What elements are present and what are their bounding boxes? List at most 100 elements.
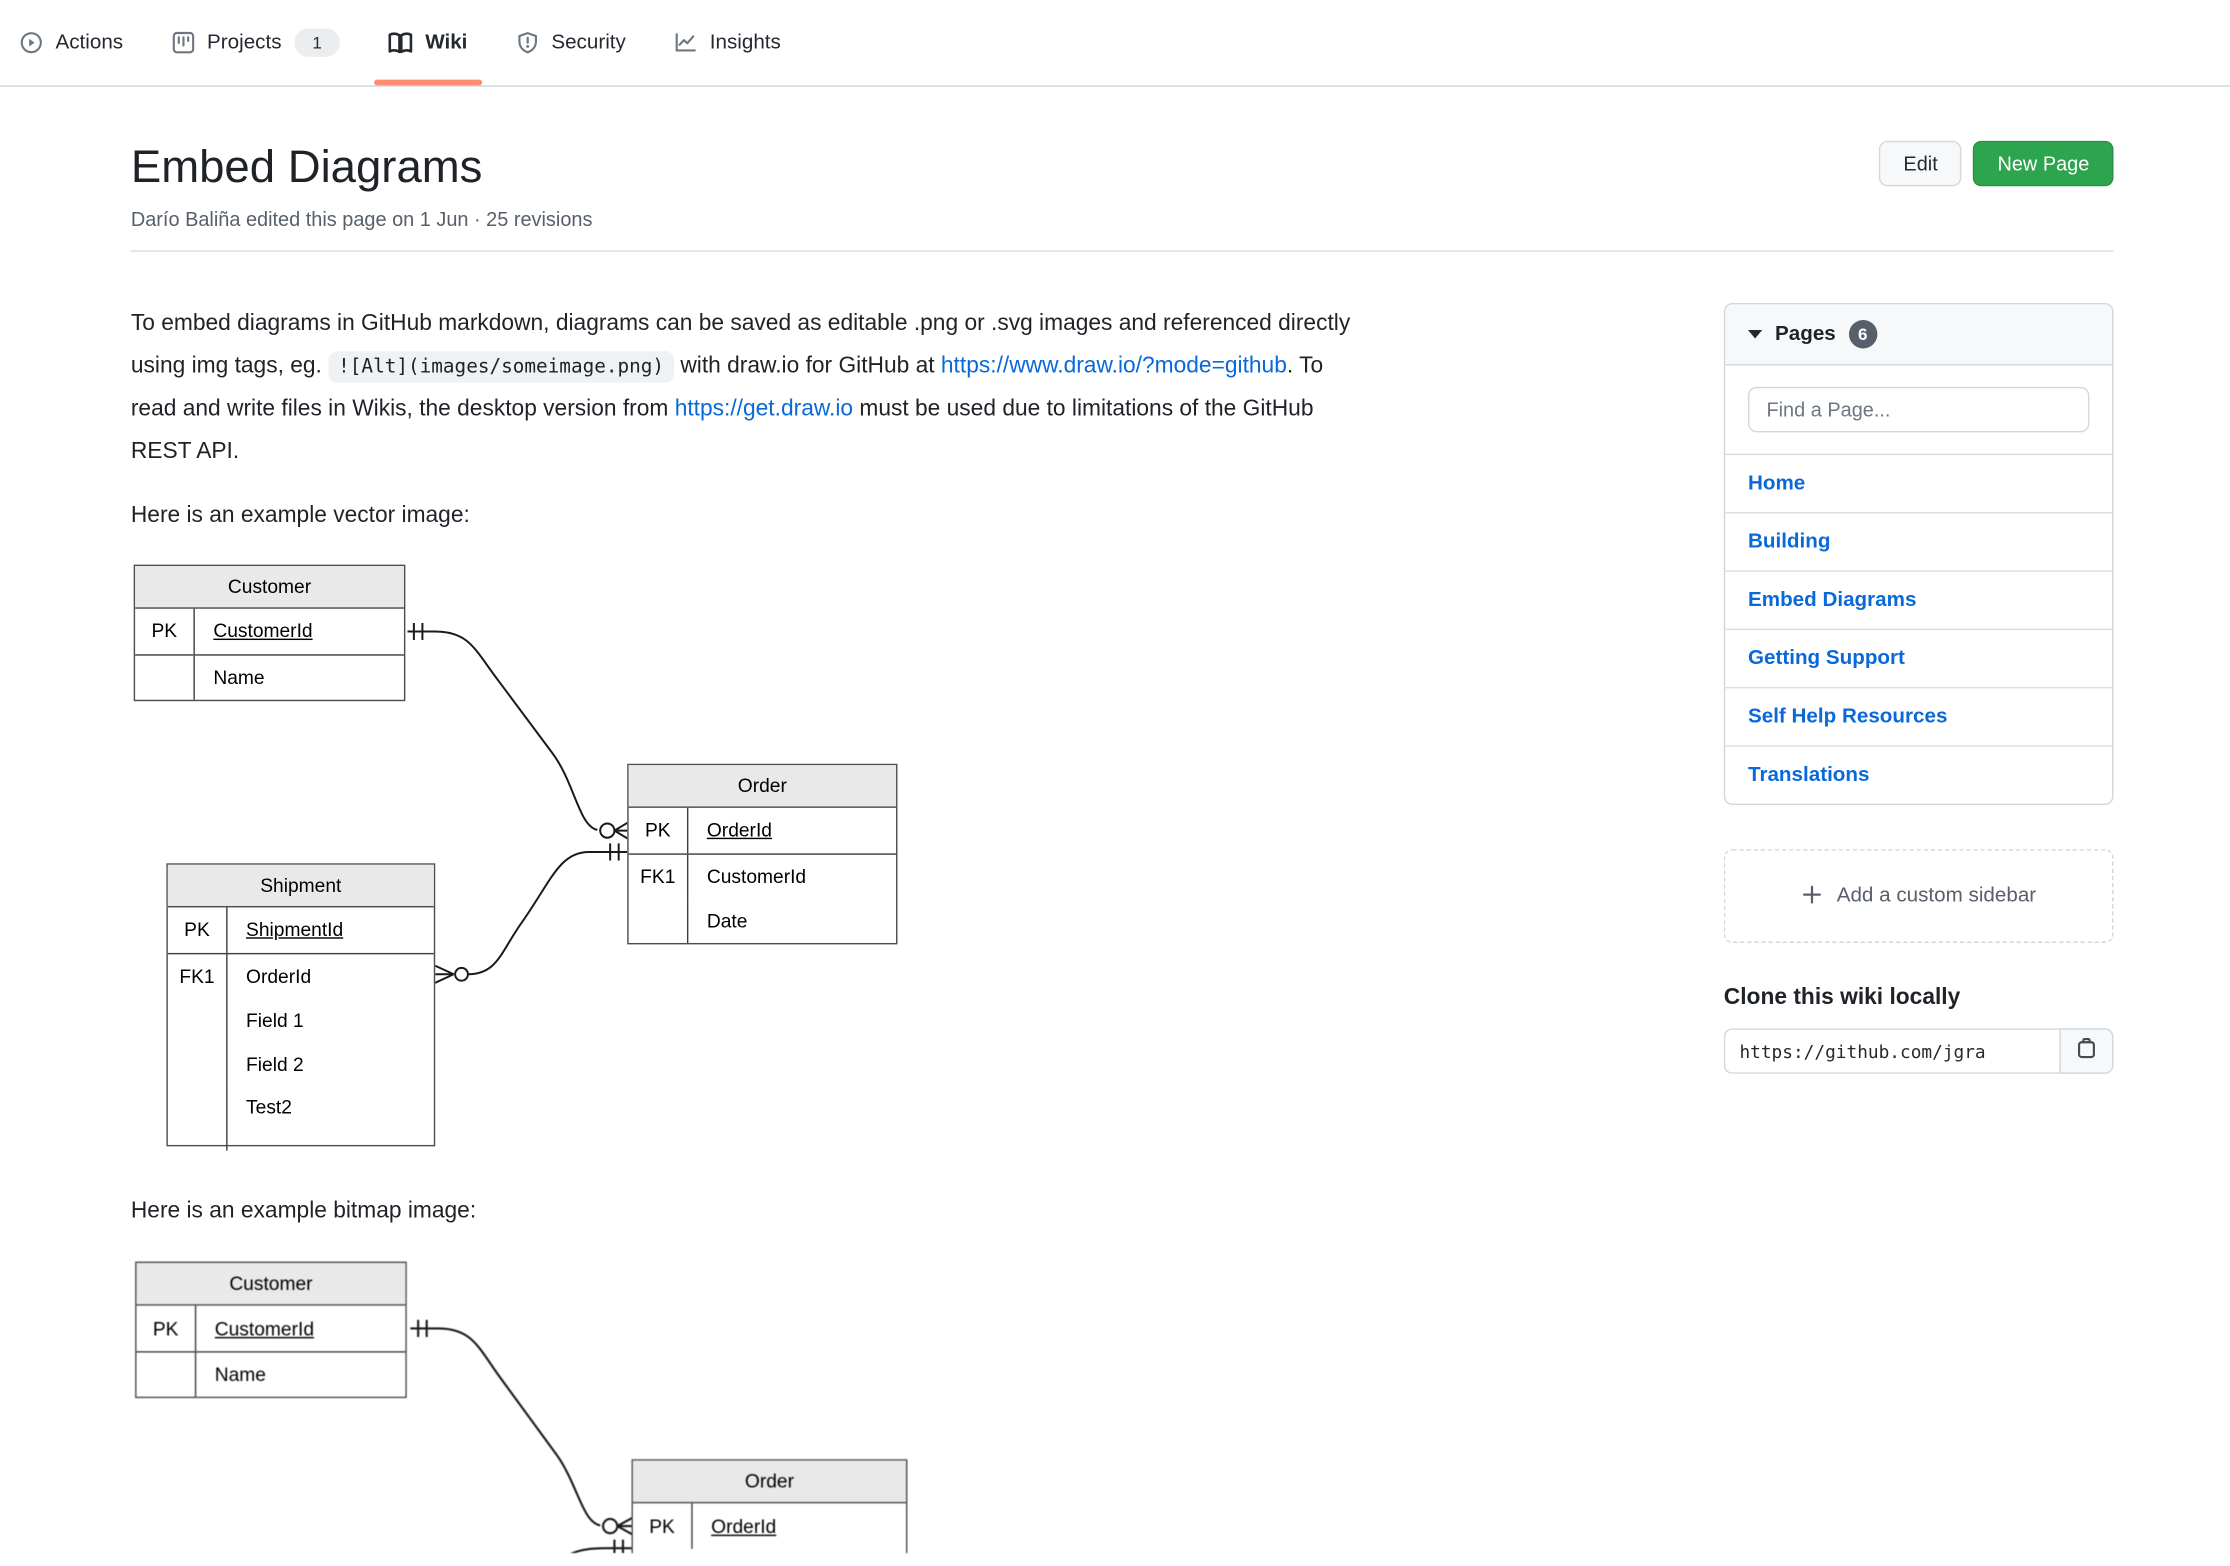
- project-icon: [171, 31, 194, 54]
- er-cell: CustomerId: [213, 620, 313, 642]
- er-cell: PK: [168, 906, 228, 953]
- er-cell: [168, 1041, 228, 1086]
- pages-panel-header[interactable]: Pages 6: [1725, 304, 2113, 366]
- pages-list-item: Building: [1725, 513, 2113, 572]
- new-page-button[interactable]: New Page: [1973, 140, 2114, 187]
- pages-list-item: Home: [1725, 455, 2113, 514]
- er-cell: CustomerId: [706, 865, 807, 887]
- tab-actions[interactable]: Actions: [20, 0, 123, 85]
- pages-list-item: Getting Support: [1725, 630, 2113, 689]
- page-title: Embed Diagrams: [130, 140, 483, 193]
- er-cell: [137, 1352, 197, 1397]
- er-cell: Test2: [246, 1095, 292, 1118]
- er-cell: PK: [137, 1305, 197, 1352]
- er-table-order: Order PK OrderId FK1 CustomerId Date: [627, 763, 898, 944]
- text-link[interactable]: https://www.draw.io/?mode=github: [940, 353, 1287, 378]
- edit-button[interactable]: Edit: [1879, 140, 1962, 187]
- er-cell: FK1: [629, 854, 689, 899]
- er-cell: PK: [629, 807, 689, 853]
- relationship-connectors: [407, 622, 630, 983]
- er-cell: [629, 898, 689, 943]
- book-icon: [388, 31, 413, 55]
- er-table-customer: Customer PK CustomerId Name: [133, 563, 406, 701]
- tab-security[interactable]: Security: [516, 0, 626, 85]
- sidebar-page-link[interactable]: Home: [1747, 472, 1806, 495]
- text-link[interactable]: https://get.draw.io: [674, 396, 854, 421]
- tab-projects-label: Projects: [207, 31, 282, 55]
- er-cell: OrderId: [246, 965, 312, 987]
- inline-code: ![Alt](images/someimage.png): [328, 350, 675, 382]
- er-cell: Field 2: [246, 1053, 304, 1075]
- find-page-input[interactable]: [1747, 386, 2090, 433]
- bitmap-image-caption: Here is an example bitmap image:: [130, 1198, 477, 1223]
- sidebar-page-link[interactable]: Getting Support: [1747, 647, 1905, 670]
- er-cell: [168, 1085, 228, 1150]
- tab-projects[interactable]: Projects 1: [171, 0, 340, 85]
- er-cell: [168, 997, 228, 1042]
- er-cell: CustomerId: [214, 1317, 315, 1340]
- tab-actions-label: Actions: [55, 31, 124, 55]
- sidebar-page-link[interactable]: Embed Diagrams: [1747, 588, 1917, 612]
- er-cell: PK: [135, 608, 195, 654]
- pages-list-item: Embed Diagrams: [1725, 572, 2113, 631]
- er-shipment-title: Shipment: [167, 864, 434, 907]
- clipboard-icon: [2075, 1036, 2098, 1066]
- tab-wiki-label: Wiki: [425, 31, 468, 55]
- er-order-title: Order: [632, 1460, 906, 1504]
- er-customer-title: Customer: [136, 1262, 406, 1306]
- tab-security-label: Security: [551, 31, 626, 55]
- er-cell: Field 1: [246, 1009, 304, 1031]
- er-cell: [135, 654, 195, 700]
- intro-paragraph: To embed diagrams in GitHub markdown, di…: [131, 303, 1650, 472]
- graph-icon: [674, 31, 697, 54]
- shield-icon: [516, 31, 539, 54]
- sidebar-page-link[interactable]: Self Help Resources: [1747, 705, 1948, 729]
- plus-icon: [1801, 883, 1824, 910]
- chevron-down-icon: [1747, 329, 1763, 339]
- er-cell: Date: [706, 909, 748, 931]
- er-customer-title: Customer: [135, 565, 404, 609]
- er-order-title: Order: [628, 764, 897, 808]
- er-cell: PK: [633, 1503, 693, 1549]
- wiki-body: To embed diagrams in GitHub markdown, di…: [130, 303, 1650, 1554]
- er-table-order-bitmap: Order PK OrderId: [631, 1459, 908, 1554]
- projects-counter-badge: 1: [294, 28, 340, 57]
- clone-url-group: [1723, 1028, 2114, 1074]
- add-custom-sidebar-label: Add a custom sidebar: [1836, 884, 2037, 908]
- header-divider: [130, 250, 2114, 252]
- sidebar-page-link[interactable]: Building: [1747, 530, 1831, 554]
- copy-clone-url-button[interactable]: [2059, 1028, 2114, 1074]
- er-cell: Name: [213, 666, 265, 688]
- clone-wiki-heading: Clone this wiki locally: [1723, 985, 1961, 1010]
- page-revision-info: Darío Baliña edited this page on 1 Jun ·…: [130, 207, 593, 231]
- tab-insights[interactable]: Insights: [674, 0, 781, 85]
- paragraph-text: To embed diagrams in GitHub markdown, di…: [130, 311, 1351, 336]
- paragraph-text: with draw.io for GitHub at: [674, 353, 941, 378]
- er-table-customer-bitmap: Customer PK CustomerId Name: [135, 1261, 407, 1399]
- er-cell: Name: [214, 1363, 266, 1386]
- pages-title: Pages: [1775, 322, 1836, 346]
- wiki-header: Embed Diagrams Darío Baliña edited this …: [131, 138, 2114, 230]
- er-cell: ShipmentId: [246, 918, 344, 941]
- sidebar-page-link[interactable]: Translations: [1747, 763, 1870, 787]
- paragraph-text: read and write files in Wikis, the deskt…: [130, 396, 675, 421]
- play-circle-icon: [20, 31, 43, 54]
- vector-image-caption: Here is an example vector image:: [130, 503, 470, 528]
- er-cell: OrderId: [711, 1515, 777, 1537]
- pages-list-item: Translations: [1725, 747, 2112, 804]
- add-custom-sidebar-button[interactable]: Add a custom sidebar: [1723, 849, 2114, 943]
- tab-insights-label: Insights: [709, 31, 781, 55]
- repo-tab-nav: Actions Projects 1 Wiki Security Insig: [0, 0, 2230, 87]
- clone-url-input[interactable]: [1723, 1028, 2060, 1074]
- paragraph-text: using img tags, eg.: [130, 353, 329, 378]
- tab-wiki[interactable]: Wiki: [374, 0, 482, 86]
- er-cell: OrderId: [706, 819, 772, 841]
- relationship-connectors: [410, 1319, 634, 1554]
- er-cell: FK1: [168, 953, 228, 998]
